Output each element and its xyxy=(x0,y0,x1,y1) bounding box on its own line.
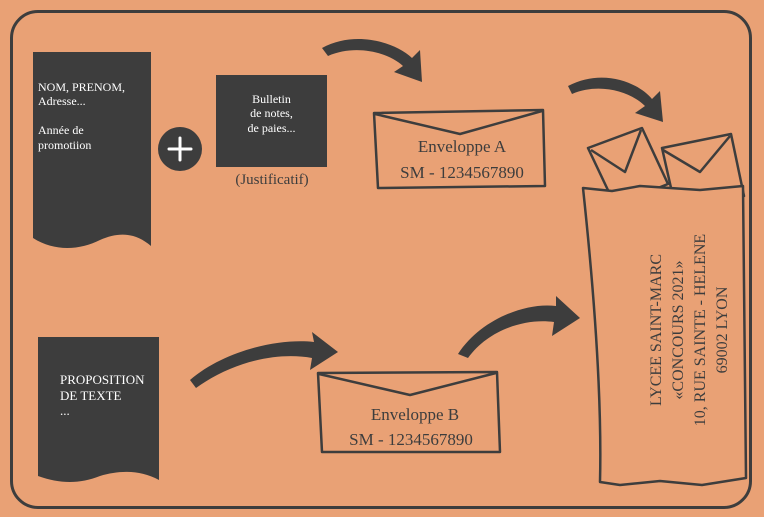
arrow-to-big-envelope-2 xyxy=(458,296,580,358)
document-text-shape xyxy=(38,337,159,482)
address-line-3: 10, RUE SAINTE - HELENE xyxy=(692,233,709,427)
envelope-a-name: Enveloppe A xyxy=(417,137,507,156)
envelope-b-shape xyxy=(316,370,502,454)
proposition-text: PROPOSITION DE TEXTE ... xyxy=(60,372,145,419)
arrow-to-envelope-a xyxy=(322,39,422,82)
justificatif-label: (Justificatif) xyxy=(235,172,309,188)
bulletin-shape xyxy=(216,75,327,167)
arrow-to-envelope-b xyxy=(190,332,338,388)
diagram-frame xyxy=(10,10,752,509)
envelope-a-shape xyxy=(372,108,547,190)
bulletin-text: Bulletin de notes, de paies... xyxy=(247,92,296,135)
envelope-b-code: SM - 1234567890 xyxy=(349,430,473,449)
envelope-b-name: Enveloppe B xyxy=(370,405,460,424)
arrows xyxy=(190,39,663,388)
address-line-4: 69002 LYON xyxy=(714,286,731,374)
plus-icon xyxy=(167,136,193,162)
document-form-shape xyxy=(33,52,151,248)
envelope-a-code: SM - 1234567890 xyxy=(400,163,524,182)
big-envelope-shape xyxy=(581,126,748,487)
form-fields-text: NOM, PRENOM, Adresse... Année de promoti… xyxy=(38,80,126,152)
arrow-to-big-envelope-1 xyxy=(568,77,663,122)
address-line-2: «CONCOURS 2021» xyxy=(670,260,687,400)
address-line-1: LYCEE SAINT-MARC xyxy=(648,253,665,407)
